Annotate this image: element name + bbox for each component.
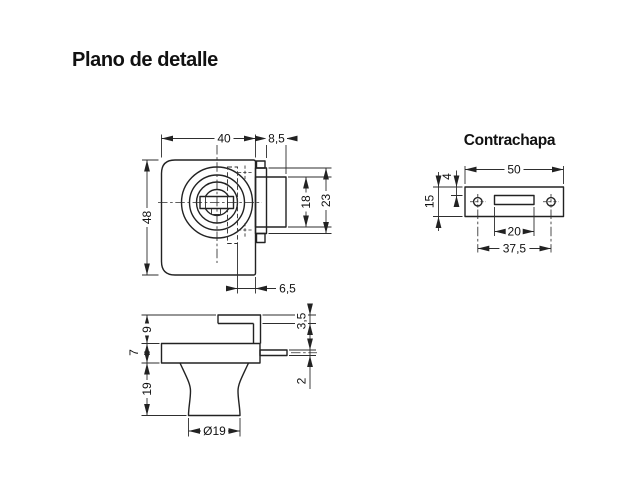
dim-front-backplate-height: 23 — [268, 167, 333, 234]
dim-plate-height: 15 — [423, 172, 463, 231]
dim-front-body-height: 48 — [140, 159, 159, 276]
dim-label-plate-height: 15 — [423, 195, 437, 209]
side-view: 9 7 19 3,5 2 Ø19 — [127, 303, 317, 438]
dim-front-width: 40 — [161, 132, 256, 158]
dim-front-bolt-height: 18 — [288, 176, 332, 228]
dim-label-plate-slot-offset: 4 — [440, 173, 454, 180]
latch-bolt — [254, 176, 287, 228]
dim-front-bolt-protrusion: 8,5 — [255, 132, 298, 174]
dim-plate-slot-width: 20 — [494, 207, 535, 239]
dim-plate-hole-spacing: 37,5 — [477, 242, 551, 256]
side-bolt-bar — [259, 349, 288, 357]
backplate-tab-top — [255, 160, 266, 169]
page-title: Plano de detalle — [72, 49, 218, 71]
screw-hole-mark-top — [238, 165, 252, 180]
strike-plate-body — [464, 186, 565, 218]
lock-body-outline — [160, 159, 257, 276]
strike-plate-view: Contrachapa 50 4 15 — [423, 132, 565, 256]
hole-center-marks — [470, 194, 559, 210]
dim-label-side-hook-height: 9 — [140, 326, 154, 333]
dim-label-side-bolt-thickness: 2 — [295, 377, 309, 384]
backplate-tab-bottom — [255, 232, 266, 244]
dim-label-front-bolt-height: 18 — [299, 195, 313, 209]
dim-label-front-width: 40 — [217, 132, 231, 146]
backplate-strip — [254, 167, 268, 235]
dim-label-side-knob-height: 19 — [140, 382, 154, 396]
dim-label-front-bolt-protrusion: 8,5 — [268, 132, 285, 146]
dim-label-plate-width: 50 — [507, 163, 521, 177]
dim-label-side-plate-thickness: 7 — [127, 349, 141, 356]
dim-label-front-center-offset: 6,5 — [279, 282, 296, 296]
dim-label-side-hook-lip: 3,5 — [295, 312, 309, 329]
front-view: 40 8,5 48 18 — [140, 132, 333, 296]
hole-center-lines-vertical — [477, 209, 552, 253]
screw-hole-mark-bottom — [238, 223, 252, 237]
side-knob — [179, 362, 250, 417]
dim-label-side-knob-diameter: Ø19 — [203, 424, 226, 438]
dim-front-center-offset: 6,5 — [226, 243, 298, 296]
dim-label-plate-slot-width: 20 — [508, 225, 522, 239]
dim-plate-width: 50 — [464, 163, 564, 184]
dim-label-plate-hole-spacing: 37,5 — [503, 242, 527, 256]
side-hook-latch — [217, 314, 262, 344]
strike-plate-slot — [493, 194, 535, 206]
dim-side-right: 3,5 2 — [262, 303, 316, 389]
dim-label-front-body-height: 48 — [140, 211, 154, 225]
dim-plate-slot-offset: 4 — [433, 170, 463, 207]
side-plate — [160, 342, 261, 364]
strike-plate-title: Contrachapa — [464, 132, 556, 149]
dim-side-knob-diameter: Ø19 — [188, 418, 241, 438]
dim-label-front-backplate-height: 23 — [319, 194, 333, 208]
dim-side-left-chain: 9 7 19 — [127, 314, 216, 416]
